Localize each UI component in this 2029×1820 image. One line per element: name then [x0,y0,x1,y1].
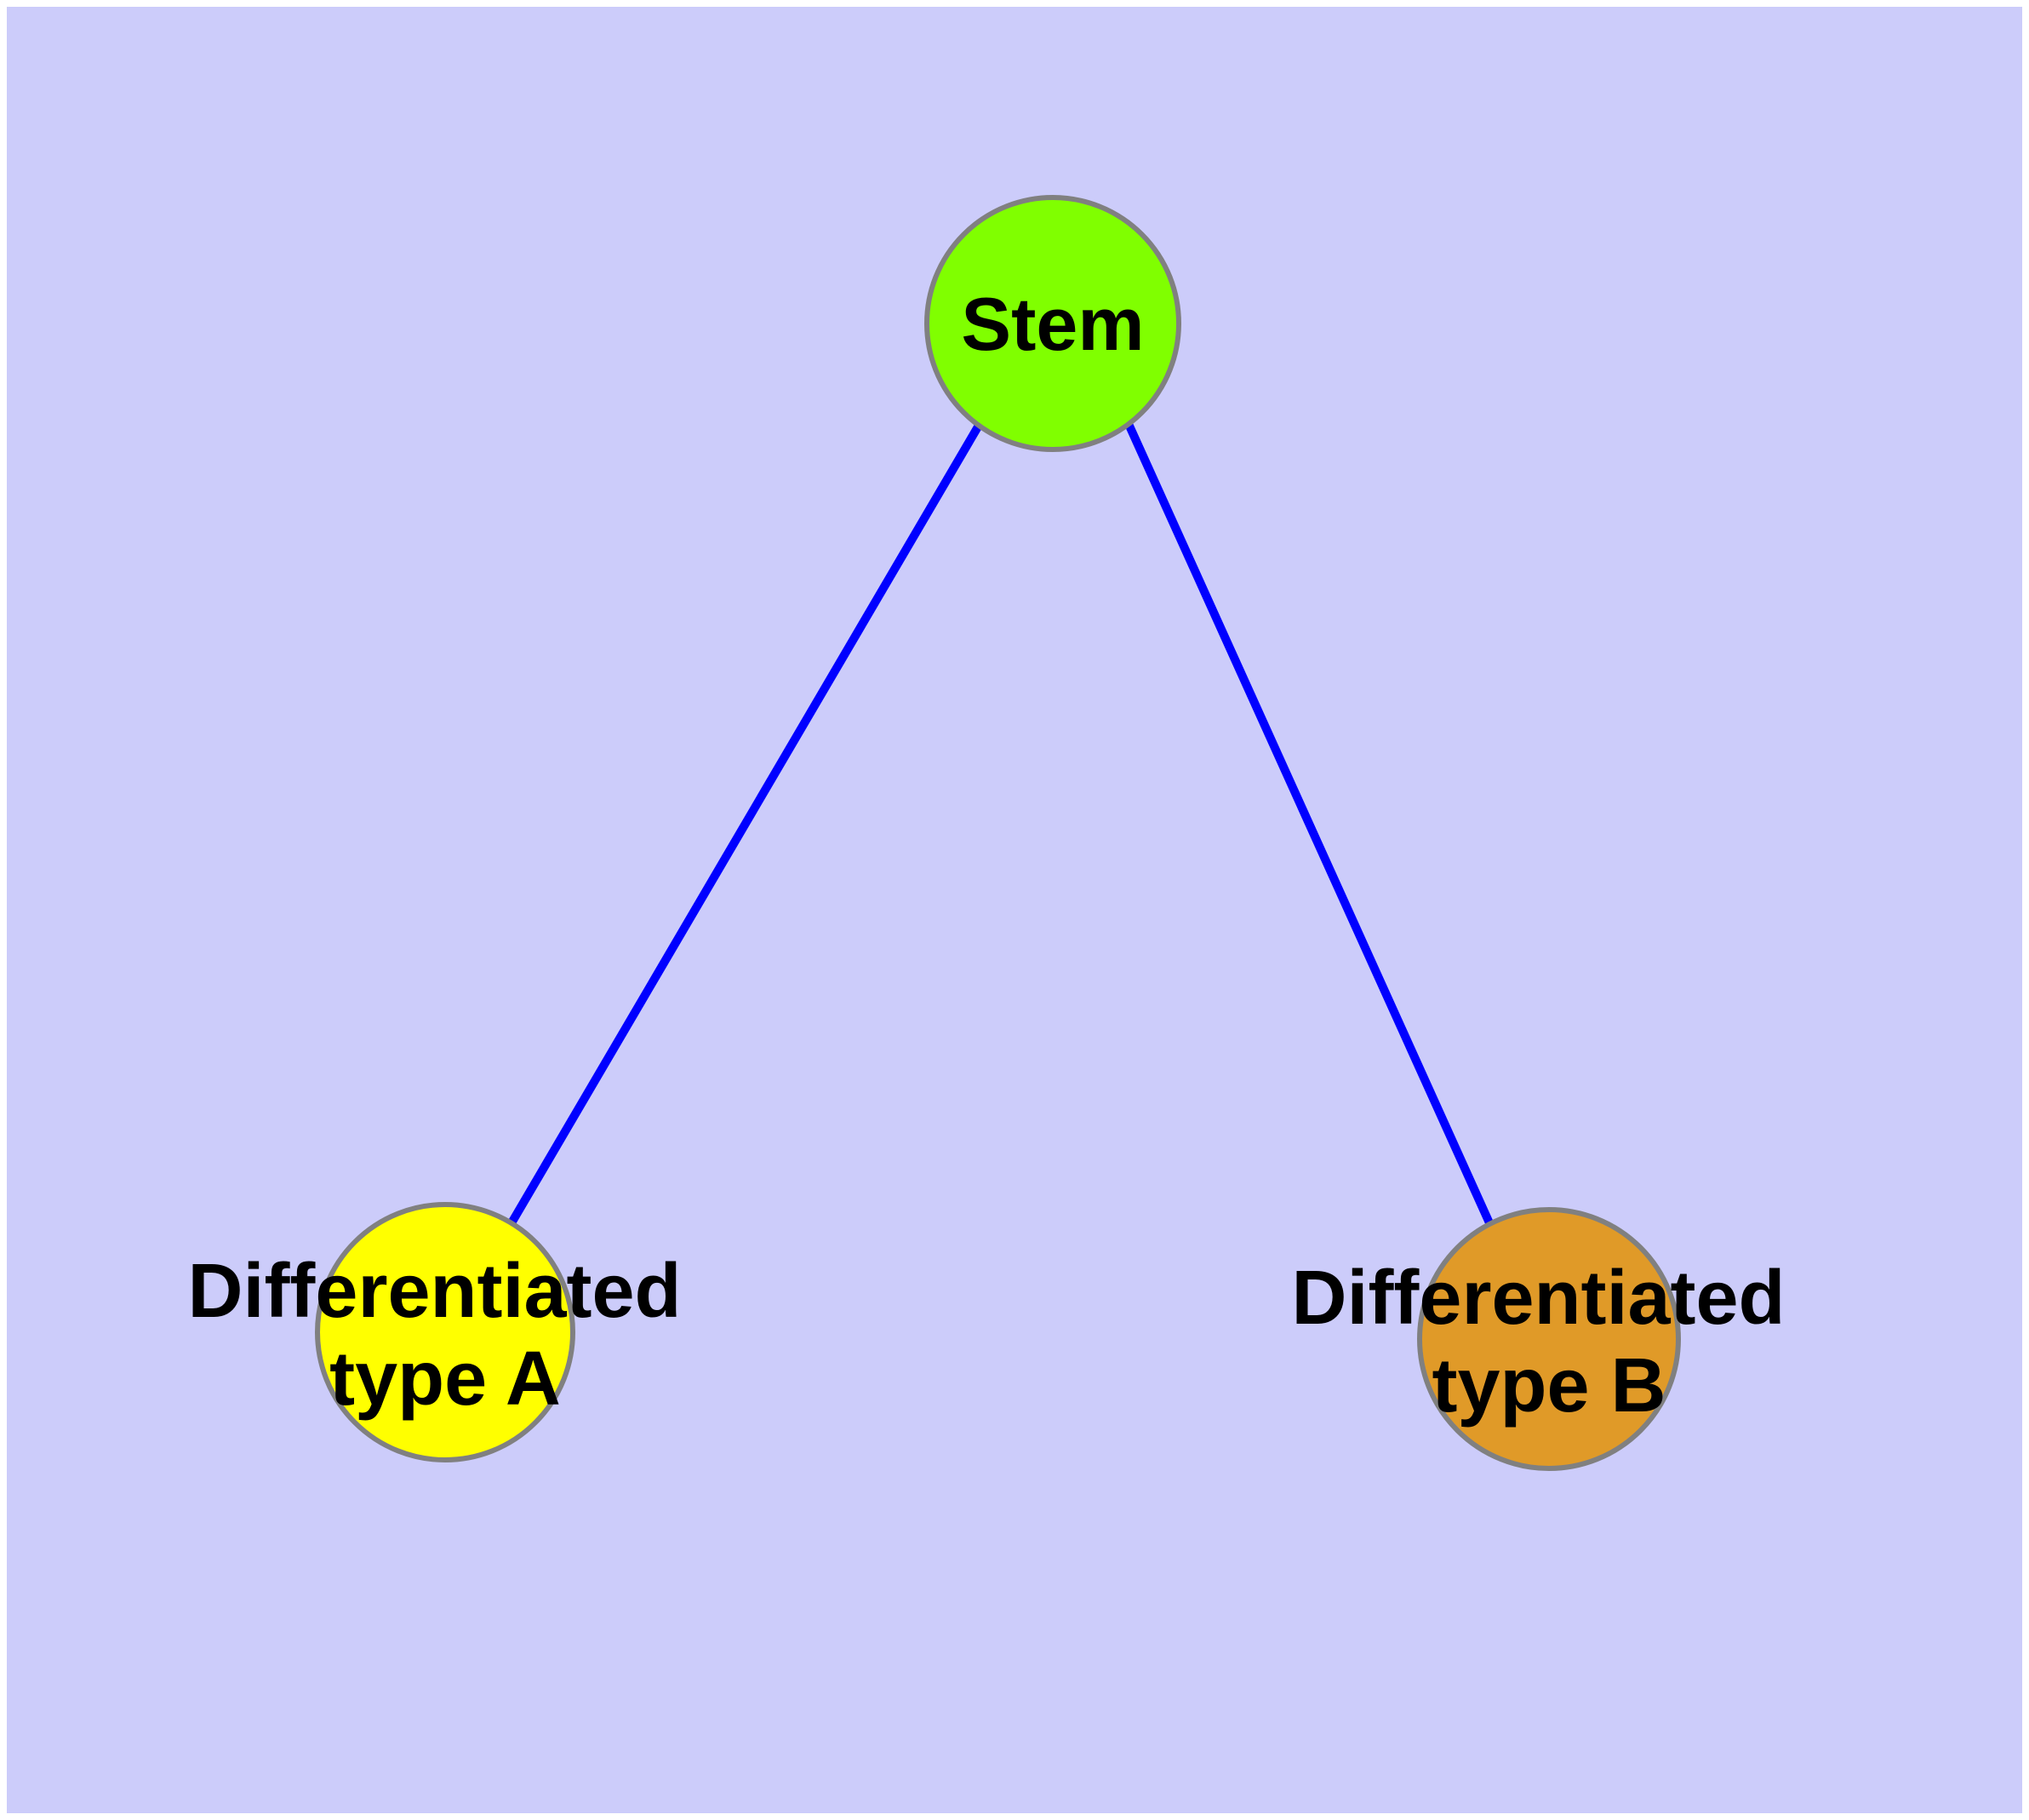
node-differentiated-type-b-label-line2: type B [1432,1343,1666,1428]
edge-stem-to-differentiated-type-b[interactable] [1124,421,1495,1229]
node-stem-circle[interactable] [924,195,1181,452]
node-differentiated-type-b-label: Differentiated type B [1291,1256,1806,1428]
graph-svg: Stem Differentiated type A Differentiate… [187,195,1806,1471]
edge-layer [508,421,1495,1229]
node-differentiated-type-b-circle[interactable] [1417,1207,1681,1471]
node-differentiated-type-b-label-line1: Differentiated [1291,1256,1785,1341]
node-differentiated-type-b[interactable] [1417,1207,1681,1471]
node-differentiated-type-a-label-line1: Differentiated [187,1249,681,1334]
node-differentiated-type-a[interactable] [315,1202,575,1462]
node-stem-label-line1: Stem [961,282,1144,366]
diagram-plot-area: Stem Differentiated type A Differentiate… [7,7,2022,1813]
edge-stem-to-differentiated-type-a[interactable] [508,421,984,1224]
node-differentiated-type-a-label: Differentiated type A [187,1249,702,1422]
node-differentiated-type-a-circle[interactable] [315,1202,575,1462]
node-differentiated-type-a-label-line2: type A [329,1336,561,1422]
node-layer [315,195,1681,1471]
node-stem[interactable] [924,195,1181,452]
label-layer: Stem Differentiated type A Differentiate… [187,282,1806,1429]
node-stem-label: Stem [961,282,1144,366]
